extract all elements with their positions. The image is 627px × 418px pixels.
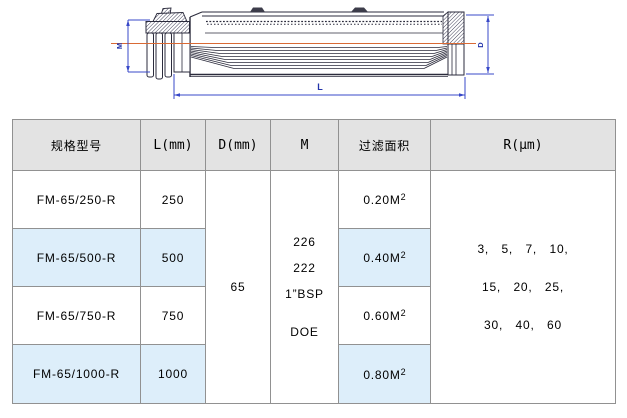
cell-model: FM-65/750-R xyxy=(12,286,141,345)
pleats xyxy=(190,46,448,69)
cell-area: 0.20M2 xyxy=(338,170,431,229)
cell-micron-ratings: 3, 5, 7, 10, 15, 20, 25, 30, 40, 60 xyxy=(430,170,616,404)
cell-model: FM-65/1000-R xyxy=(12,344,141,404)
dim-M-label: M xyxy=(115,43,124,49)
r-line: 3, 5, 7, 10, xyxy=(477,242,569,256)
dim-D-label: D xyxy=(476,42,485,48)
header-m: M xyxy=(270,119,339,171)
header-model: 规格型号 xyxy=(12,119,141,171)
header-length: L(mm) xyxy=(140,119,206,171)
dim-D xyxy=(466,14,494,75)
cell-diameter: 65 xyxy=(205,170,271,404)
cell-area: 0.60M2 xyxy=(338,286,431,345)
header-area: 过滤面积 xyxy=(338,119,431,171)
m-line: 1”BSP xyxy=(285,287,324,301)
table-row: FM-65/1000-R 1000 0.80M2 xyxy=(12,344,616,404)
table-row: FM-65/250-R 250 65 226 222 1”BSP DOE 0.2… xyxy=(12,170,616,404)
perforated-band xyxy=(206,20,442,25)
table-row: FM-65/750-R 750 0.60M2 xyxy=(12,286,616,345)
table-row: FM-65/500-R 500 0.40M2 xyxy=(12,228,616,287)
weld-marks xyxy=(250,7,368,12)
header-row: 规格型号 L(mm) D(mm) M 过滤面积 R(μm) xyxy=(12,119,616,171)
dim-L-label: L xyxy=(317,82,323,92)
header-r: R(μm) xyxy=(430,119,616,171)
cell-model: FM-65/500-R xyxy=(12,228,141,287)
cell-length: 750 xyxy=(140,286,206,345)
cell-m-thread: 226 222 1”BSP DOE xyxy=(270,170,339,404)
cell-length: 500 xyxy=(140,228,206,287)
cell-model: FM-65/250-R xyxy=(12,170,141,229)
m-line: 226 xyxy=(293,235,316,249)
cell-length: 1000 xyxy=(140,344,206,404)
m-line: DOE xyxy=(290,325,319,339)
cell-area: 0.40M2 xyxy=(338,228,431,287)
filter-cartridge-drawing: M D L xyxy=(111,7,494,99)
header-diameter: D(mm) xyxy=(205,119,271,171)
m-line: 222 xyxy=(293,261,316,275)
cell-length: 250 xyxy=(140,170,206,229)
r-line: 30, 40, 60 xyxy=(484,318,562,332)
cell-area: 0.80M2 xyxy=(338,344,431,404)
dim-M xyxy=(126,19,150,73)
dim-L xyxy=(173,74,466,99)
spec-table: 规格型号 L(mm) D(mm) M 过滤面积 R(μm) FM-65/250-… xyxy=(12,119,616,404)
r-line: 15, 20, 25, xyxy=(481,280,565,294)
